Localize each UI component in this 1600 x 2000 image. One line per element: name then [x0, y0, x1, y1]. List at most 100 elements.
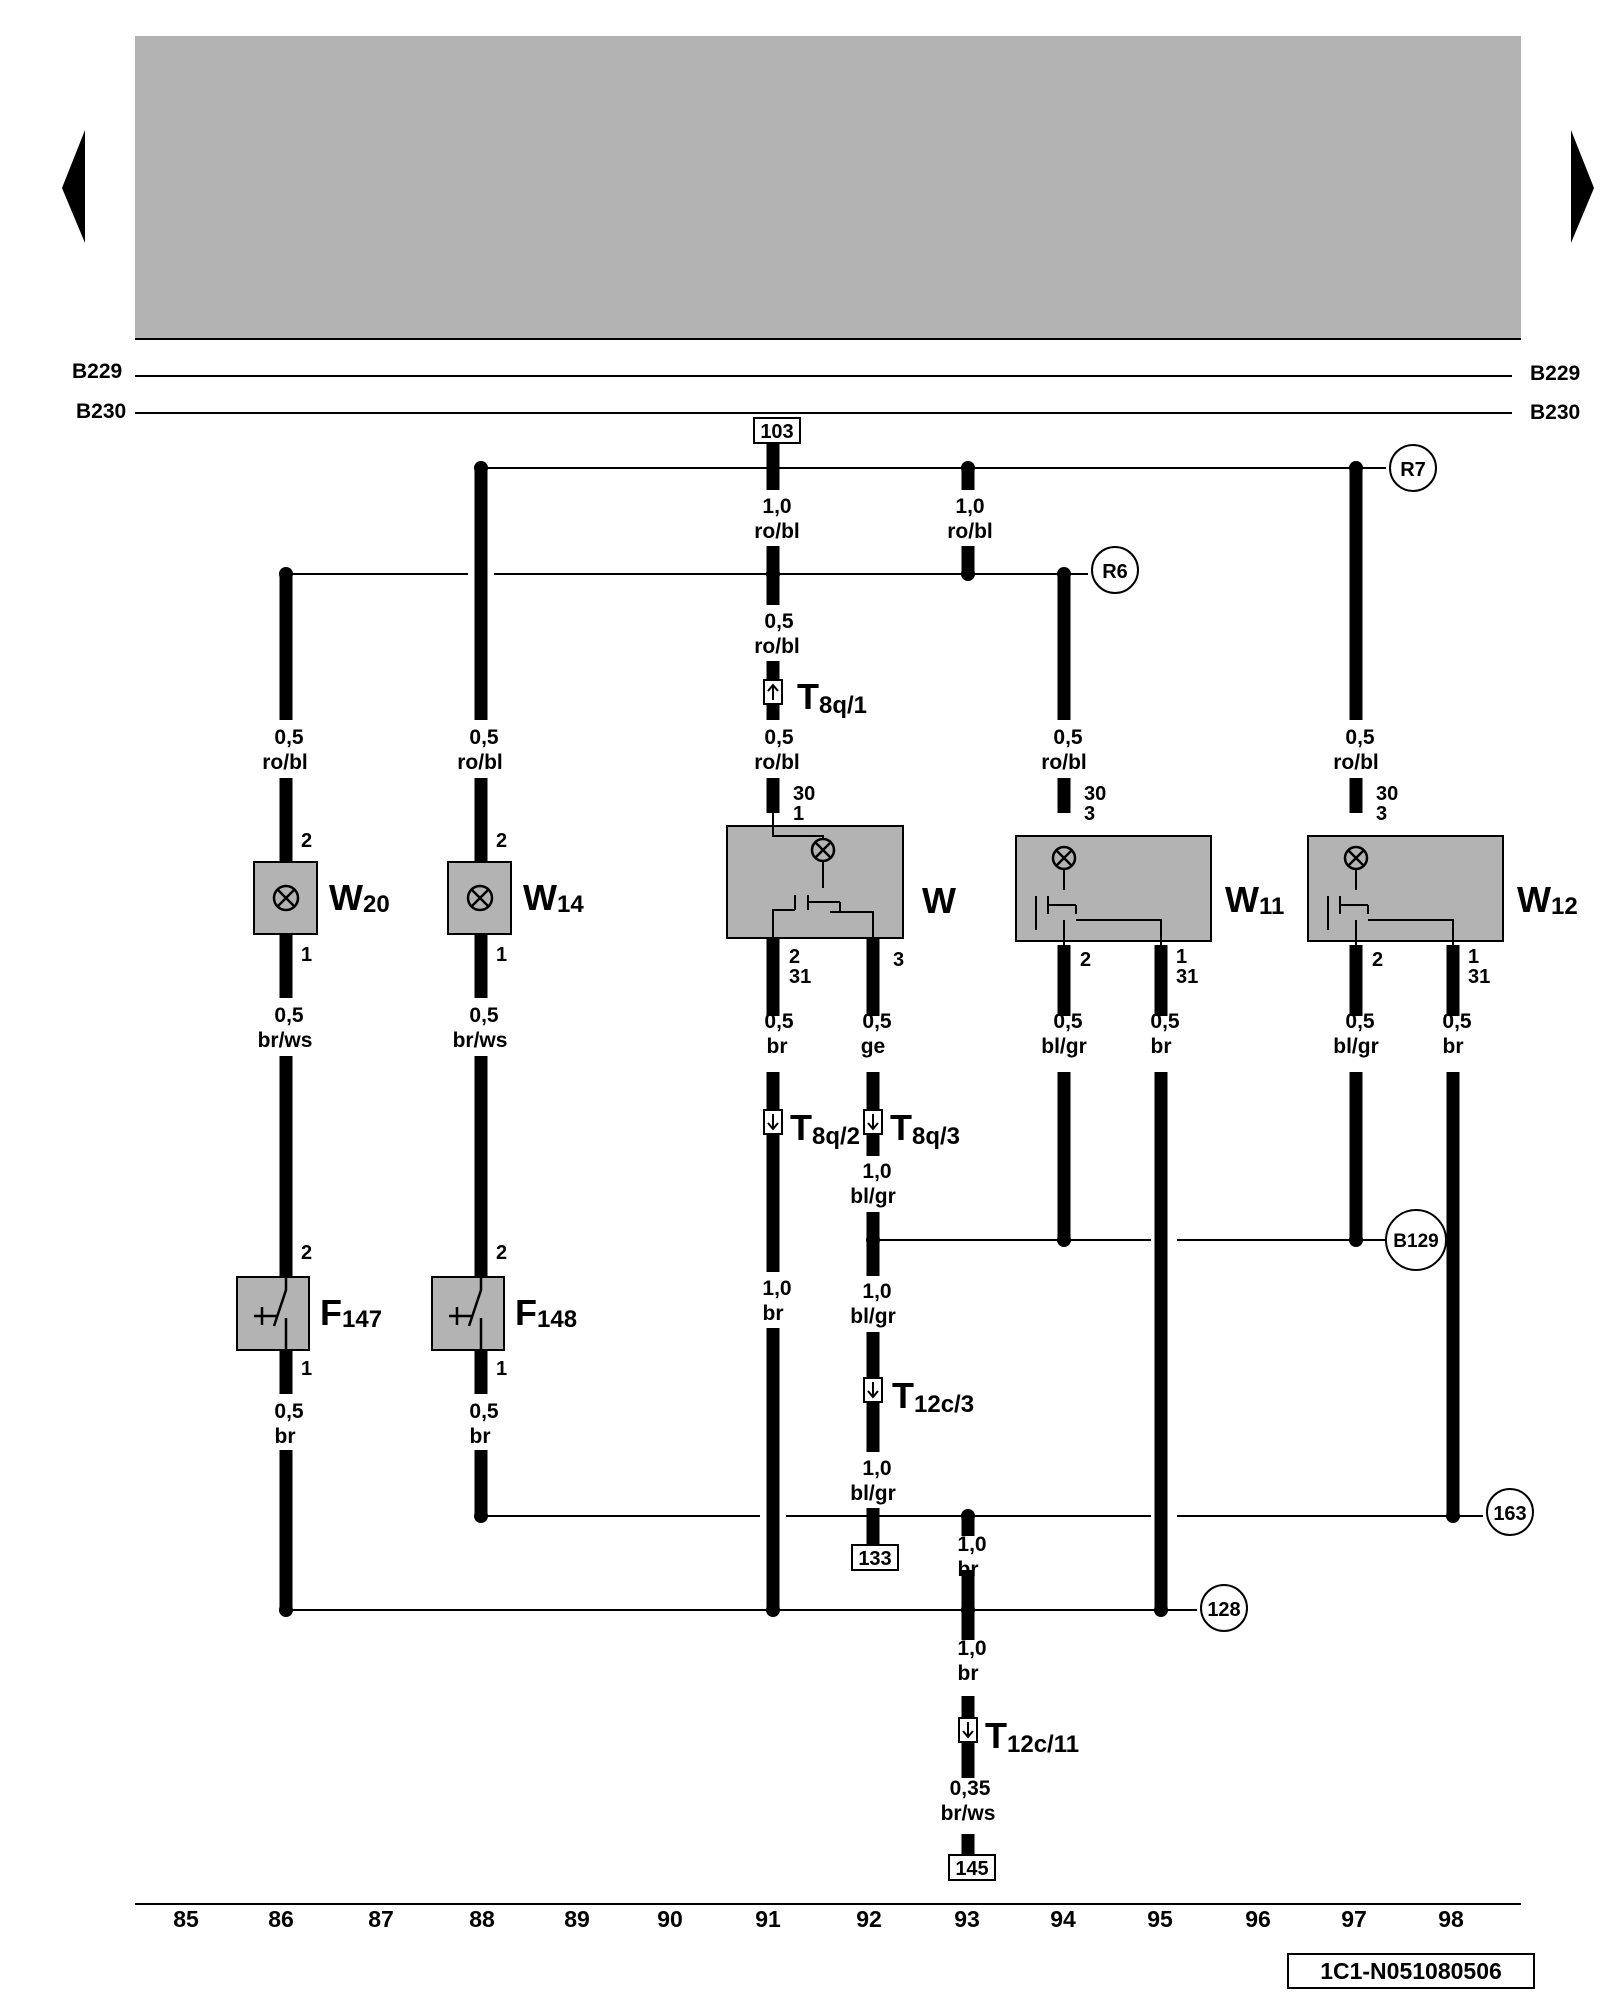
ref-box-145[interactable]: 145: [948, 1854, 996, 1881]
svg-text:1,0: 1,0: [762, 495, 791, 518]
switch-icon: [1035, 869, 1162, 945]
svg-text:ro/bl: ro/bl: [1041, 751, 1087, 774]
column-number: 96: [1245, 1906, 1271, 1932]
ref-box-103[interactable]: 103: [753, 417, 801, 444]
ref-circle-b129[interactable]: B129: [1385, 1209, 1447, 1271]
wire-label-gaps: [248, 490, 1486, 1834]
column-number: 86: [268, 1906, 294, 1932]
svg-text:ro/bl: ro/bl: [457, 751, 503, 774]
svg-text:1: 1: [301, 944, 312, 966]
svg-text:0,5: 0,5: [1345, 726, 1375, 749]
switch-icon: [1327, 869, 1454, 945]
svg-text:1,0: 1,0: [862, 1160, 891, 1183]
svg-text:ge: ge: [861, 1035, 886, 1058]
wire-labels: 1,0 ro/bl 1,0 ro/bl 0,5 ro/bl 0,5 ro/bl …: [258, 495, 1472, 1825]
svg-text:br/ws: br/ws: [453, 1029, 508, 1052]
svg-text:0,5: 0,5: [469, 1004, 499, 1027]
svg-text:T12c/11: T12c/11: [985, 1715, 1079, 1758]
switch-icon: [449, 1262, 483, 1364]
next-page-arrow[interactable]: [1571, 130, 1594, 243]
svg-text:ro/bl: ro/bl: [754, 520, 800, 543]
svg-text:br/ws: br/ws: [258, 1029, 313, 1052]
svg-text:bl/gr: bl/gr: [1041, 1035, 1087, 1058]
svg-text:T8q/3: T8q/3: [890, 1107, 960, 1150]
svg-text:F148: F148: [515, 1292, 577, 1333]
svg-text:30: 30: [793, 783, 815, 805]
svg-text:0,5: 0,5: [1345, 1010, 1375, 1033]
svg-text:T12c/3: T12c/3: [892, 1375, 974, 1418]
svg-text:128: 128: [1207, 1599, 1240, 1621]
column-number: 97: [1341, 1906, 1367, 1932]
svg-text:31: 31: [789, 966, 811, 988]
connector-t12c11[interactable]: T12c/11: [958, 1715, 1079, 1758]
column-number: 92: [856, 1906, 882, 1932]
connector-t12c3[interactable]: T12c/3: [863, 1375, 974, 1418]
svg-text:2: 2: [301, 830, 312, 852]
svg-text:B129: B129: [1393, 1231, 1438, 1252]
svg-text:1: 1: [1176, 946, 1187, 968]
svg-text:0,5: 0,5: [274, 1004, 304, 1027]
svg-text:1,0: 1,0: [957, 1533, 986, 1556]
component-f147[interactable]: F147: [236, 1262, 382, 1364]
column-number: 88: [469, 1906, 495, 1932]
component-w20[interactable]: W20: [253, 861, 390, 935]
thin-nets: [286, 467, 1483, 1611]
column-number: 87: [368, 1906, 394, 1932]
svg-text:1,0: 1,0: [862, 1457, 891, 1480]
svg-text:30: 30: [1376, 783, 1398, 805]
svg-text:3: 3: [893, 949, 904, 971]
svg-text:0,5: 0,5: [862, 1010, 892, 1033]
ref-circle-128[interactable]: 128: [1200, 1584, 1248, 1632]
svg-text:1C1-N051080506: 1C1-N051080506: [1320, 1958, 1502, 1984]
svg-text:0,5: 0,5: [764, 1010, 794, 1033]
connector-t8q3[interactable]: T8q/3: [863, 1107, 960, 1150]
connector-t8q2[interactable]: T8q/2: [763, 1107, 860, 1150]
component-w12[interactable]: W12: [1307, 835, 1578, 945]
bus-label-b230-left: B230: [76, 400, 126, 423]
pin-labels: 2 1 2 1 30 1 2 31 3 30 3 2 1 31 30 3 2 1…: [301, 783, 1490, 1380]
switch-icon: [254, 1262, 288, 1364]
svg-text:3: 3: [1084, 803, 1095, 825]
svg-text:W: W: [922, 880, 956, 921]
component-f148[interactable]: F148: [431, 1262, 577, 1364]
svg-text:1: 1: [301, 1358, 312, 1380]
ref-circle-r6[interactable]: R6: [1091, 546, 1139, 594]
component-w[interactable]: W: [726, 813, 956, 939]
ref-circle-163[interactable]: 163: [1486, 1488, 1534, 1536]
bus-label-b229-left: B229: [72, 360, 122, 383]
svg-text:1,0: 1,0: [955, 495, 984, 518]
svg-text:103: 103: [760, 421, 793, 443]
ref-circle-r7[interactable]: R7: [1389, 444, 1437, 492]
svg-text:br: br: [763, 1302, 784, 1325]
svg-text:R7: R7: [1400, 459, 1426, 481]
component-w11[interactable]: W11: [1015, 835, 1284, 945]
svg-text:0,5: 0,5: [274, 1400, 304, 1423]
svg-text:br: br: [958, 1662, 979, 1685]
previous-page-arrow[interactable]: [62, 130, 85, 243]
column-number: 95: [1147, 1906, 1173, 1932]
svg-text:0,5: 0,5: [1442, 1010, 1472, 1033]
bus-label-b230-right: B230: [1530, 401, 1580, 424]
svg-text:1: 1: [1468, 946, 1479, 968]
svg-text:2: 2: [301, 1242, 312, 1264]
svg-text:31: 31: [1176, 966, 1198, 988]
svg-text:2: 2: [496, 1242, 507, 1264]
svg-text:br: br: [470, 1425, 491, 1448]
column-number: 85: [173, 1906, 199, 1932]
svg-text:145: 145: [955, 1858, 988, 1880]
component-w14[interactable]: W14: [447, 861, 584, 935]
lamp-icon: [466, 884, 494, 912]
lamp-icon: [272, 884, 300, 912]
svg-text:ro/bl: ro/bl: [754, 635, 800, 658]
column-number: 93: [954, 1906, 980, 1932]
svg-text:0,5: 0,5: [469, 726, 499, 749]
svg-text:R6: R6: [1102, 561, 1128, 583]
header-band: [135, 36, 1521, 338]
svg-text:0,35: 0,35: [950, 1777, 991, 1800]
connector-t8q1[interactable]: T8q/1: [763, 676, 867, 719]
svg-text:W20: W20: [329, 877, 390, 918]
ref-box-133[interactable]: 133: [851, 1544, 899, 1571]
thick-wires: [279, 443, 1460, 1855]
switch-icon: [772, 813, 874, 938]
